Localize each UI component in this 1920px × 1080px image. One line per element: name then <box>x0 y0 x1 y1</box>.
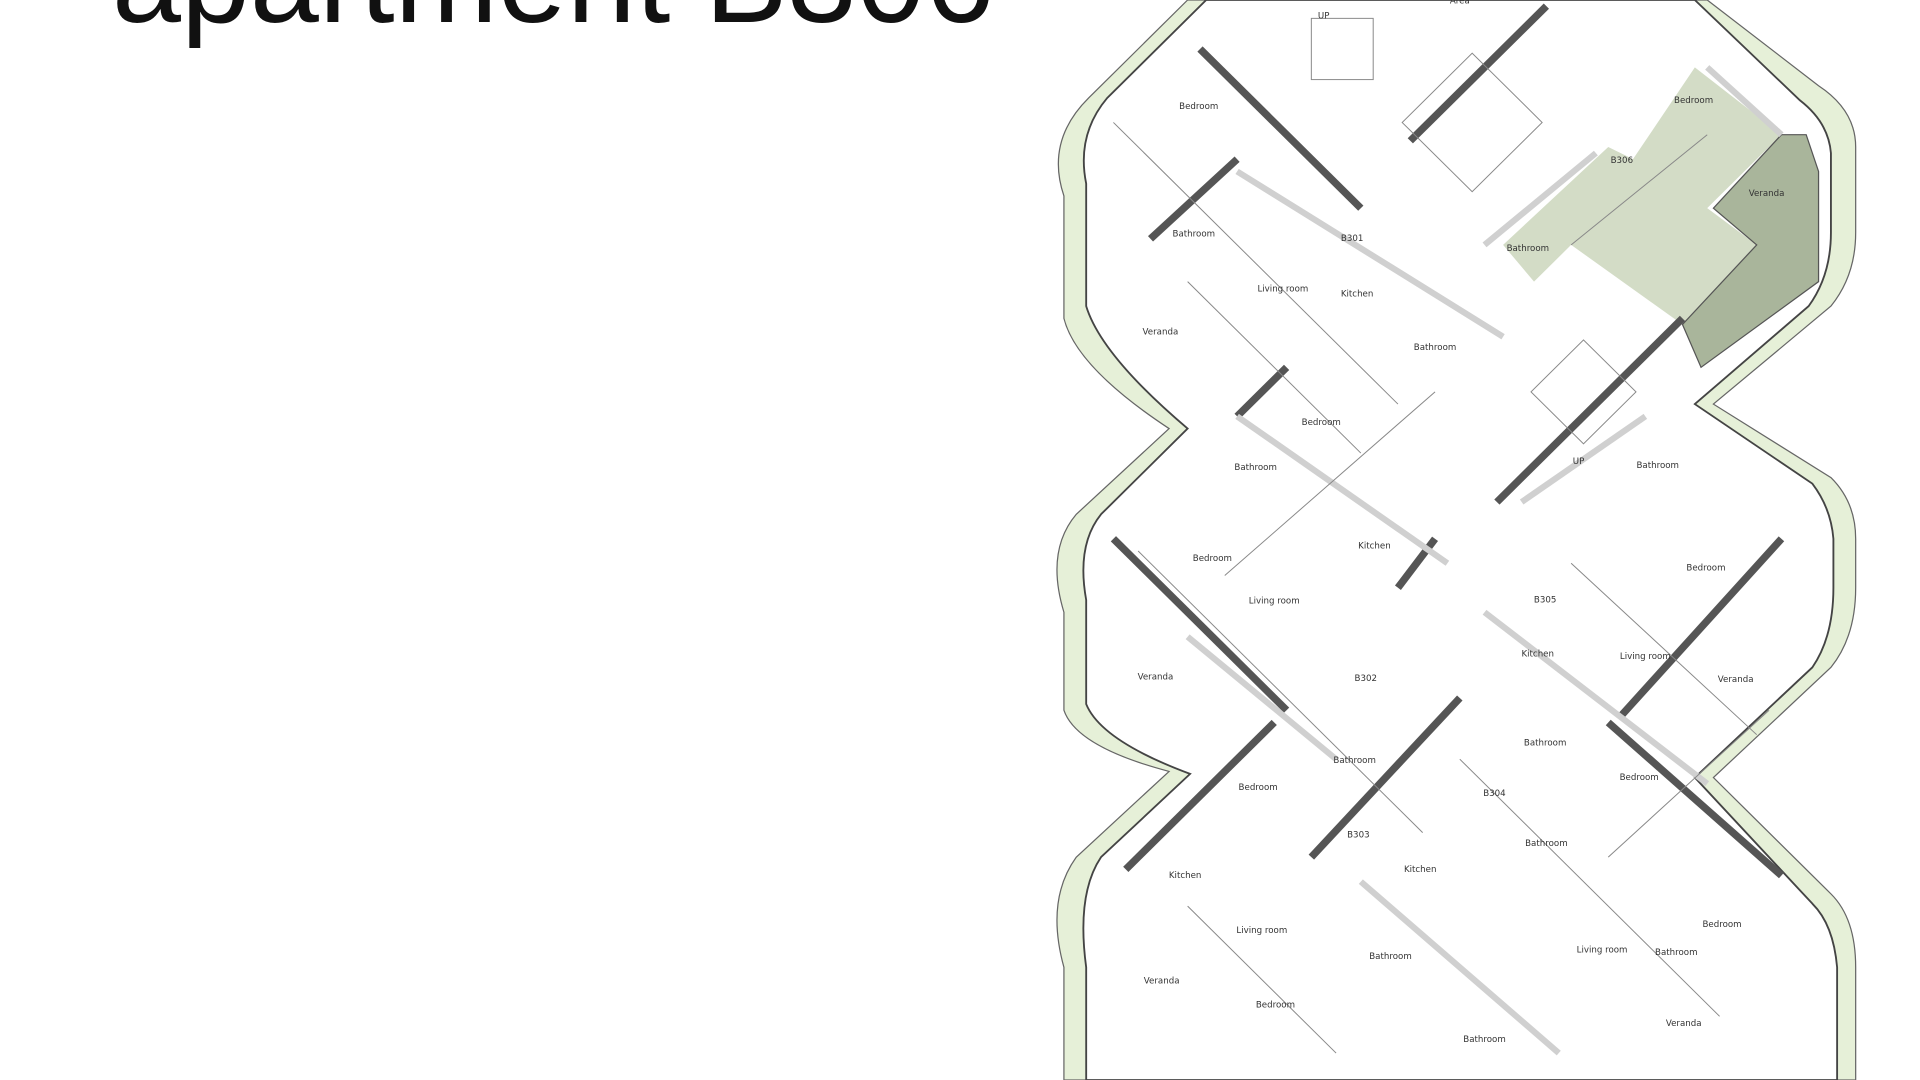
room-label: Living room <box>1257 284 1308 294</box>
room-label: Veranda <box>1718 675 1754 685</box>
room-label: Kitchen <box>1341 289 1374 299</box>
room-label: Kitchen <box>1521 649 1554 659</box>
room-label: Bathroom <box>1173 229 1216 239</box>
walls-light <box>1185 65 1784 1056</box>
room-label: Veranda <box>1749 189 1785 199</box>
room-label: Bedroom <box>1686 564 1725 574</box>
room-label: Veranda <box>1144 976 1180 986</box>
room-label: Kitchen <box>1358 542 1391 552</box>
unit-b306-interior <box>1503 67 1782 325</box>
interior-lines <box>1113 17 1770 1054</box>
page-title: apartment B306 <box>112 0 994 42</box>
room-label: Bedroom <box>1193 554 1232 564</box>
room-label: Bathroom <box>1525 839 1568 849</box>
room-label: Bathroom <box>1333 756 1376 766</box>
room-label: Bathroom <box>1234 463 1277 473</box>
room-label: Bedroom <box>1256 1001 1295 1011</box>
unit-b306-veranda <box>1681 134 1820 369</box>
room-label: B305 <box>1534 595 1556 605</box>
room-label: Bathroom <box>1463 1035 1506 1045</box>
room-label: Kitchen <box>1169 871 1202 881</box>
room-label: Bathroom <box>1655 948 1698 958</box>
walls <box>1110 3 1785 879</box>
room-label: Veranda <box>1143 327 1179 337</box>
room-label: Bathroom <box>1507 244 1550 254</box>
room-label: B302 <box>1355 674 1377 684</box>
room-label: Area <box>1450 0 1470 7</box>
room-label: Bedroom <box>1239 783 1278 793</box>
room-label: Kitchen <box>1404 865 1437 875</box>
room-label: Bathroom <box>1636 461 1679 471</box>
room-label: UP <box>1573 457 1585 467</box>
room-label: UP <box>1318 11 1330 21</box>
room-label: Bathroom <box>1524 739 1567 749</box>
room-label: B301 <box>1341 234 1363 244</box>
room-label: Living room <box>1577 946 1628 956</box>
room-label: Bedroom <box>1702 920 1741 930</box>
room-label: B304 <box>1483 789 1505 799</box>
room-label: Veranda <box>1138 673 1174 683</box>
room-label: B303 <box>1347 831 1369 841</box>
room-label: Bedroom <box>1302 418 1341 428</box>
room-label: Bedroom <box>1620 773 1659 783</box>
room-label: Living room <box>1236 926 1287 936</box>
room-label: B306 <box>1611 156 1633 166</box>
room-label: Living room <box>1249 597 1300 607</box>
room-label: Veranda <box>1666 1019 1702 1029</box>
room-label: Living room <box>1620 652 1671 662</box>
room-label: Bathroom <box>1369 952 1412 962</box>
room-label: Bedroom <box>1674 96 1713 106</box>
room-label: Bathroom <box>1414 343 1457 353</box>
room-label: Bedroom <box>1179 102 1218 112</box>
